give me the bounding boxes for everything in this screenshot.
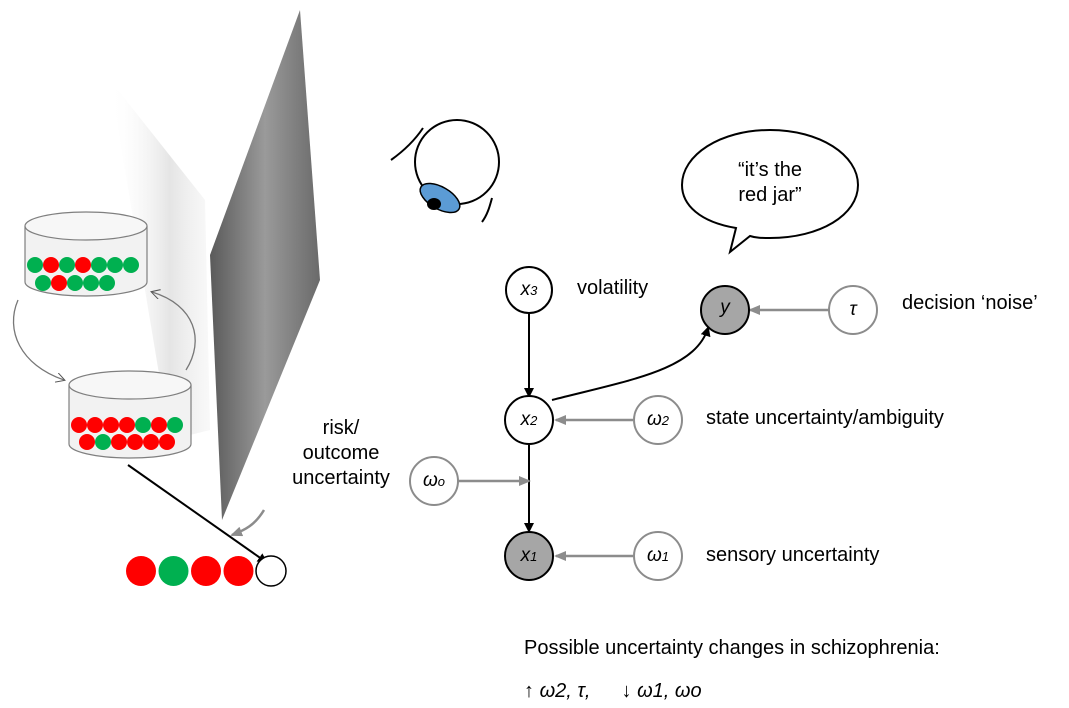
- sequence-bead-green: [158, 556, 189, 586]
- jar-bead-green: [123, 257, 139, 273]
- node-omegao-label: ωo: [422, 470, 446, 491]
- switch-arrow-right: [152, 292, 196, 371]
- sequence-bead-red: [223, 556, 254, 586]
- bottom-jar-beads: [71, 417, 183, 450]
- jar-bead-red: [159, 434, 175, 450]
- jar-bead-red: [75, 257, 91, 273]
- footer-formula: ↑ ω2, τ, ↓ ω1, ωo: [524, 680, 702, 703]
- jar-bead-red: [127, 434, 143, 450]
- jar-bead-red: [71, 417, 87, 433]
- down-terms: ω1, ωo: [637, 680, 702, 702]
- label-risk-line-1: risk/: [322, 417, 360, 439]
- jar-bead-green: [67, 275, 83, 291]
- jar-bead-green: [135, 417, 151, 433]
- sequence-bead-red: [191, 556, 221, 586]
- jar-bead-green: [59, 257, 75, 273]
- jar-bead-green: [107, 257, 123, 273]
- jar-bead-green: [95, 434, 111, 450]
- node-x1: [504, 531, 554, 581]
- jar-bead-green: [167, 417, 183, 433]
- top-jar-beads: [27, 257, 139, 291]
- jar-bead-red: [51, 275, 67, 291]
- sequence-bead-empty: [255, 555, 287, 587]
- bubble-line-2: red jar”: [738, 184, 802, 206]
- eye-icon: [390, 119, 500, 223]
- node-x3: [505, 266, 553, 314]
- jar-bead-red: [79, 434, 95, 450]
- jar-bead-red: [151, 417, 167, 433]
- label-state-uncertainty: state uncertainty/ambiguity: [706, 407, 944, 429]
- jar-bead-green: [99, 275, 115, 291]
- node-omega1: [633, 531, 683, 581]
- label-sensory-uncertainty: sensory uncertainty: [706, 544, 880, 566]
- down-arrow: ↓: [621, 680, 632, 702]
- jar-bead-green: [35, 275, 51, 291]
- node-x1-label: x1: [520, 545, 538, 566]
- occluding-screen: [210, 10, 320, 520]
- speech-bubble: [680, 128, 860, 255]
- screen-shadow: [110, 80, 210, 440]
- node-tau: [828, 285, 878, 335]
- bottom-jar: [68, 370, 192, 459]
- bead-sequence: [126, 555, 287, 587]
- up-arrow: ↑: [524, 680, 534, 702]
- node-x2: [504, 395, 554, 445]
- bubble-line-1: “it’s the: [737, 159, 803, 181]
- up-terms: ω2, τ,: [539, 680, 591, 702]
- node-omega2-label: ω2: [646, 409, 670, 430]
- label-risk-line-3: uncertainty: [292, 467, 390, 489]
- node-y-label: y: [720, 297, 730, 318]
- edge-x2-y: [551, 326, 711, 401]
- node-omega2: [633, 395, 683, 445]
- jar-bead-red: [111, 434, 127, 450]
- bubble-text: “it’s the red jar”: [712, 158, 828, 208]
- jar-bead-red: [119, 417, 135, 433]
- top-jar: [24, 211, 148, 297]
- node-x2-label: x2: [520, 409, 538, 430]
- footer-title: Possible uncertainty changes in schizoph…: [524, 637, 940, 659]
- jar-bead-red: [143, 434, 159, 450]
- jar-bead-red: [43, 257, 59, 273]
- draw-line: [127, 464, 268, 564]
- node-x3-label: x3: [520, 279, 538, 300]
- node-y: [700, 285, 750, 335]
- node-omega1-label: ω1: [646, 545, 670, 566]
- sequence-bead-red: [126, 556, 156, 586]
- jar-bead-green: [91, 257, 107, 273]
- label-risk-line-2: outcome: [302, 442, 380, 464]
- label-risk: risk/ outcome uncertainty: [286, 416, 396, 491]
- jar-bead-green: [83, 275, 99, 291]
- jar-bead-red: [87, 417, 103, 433]
- label-volatility: volatility: [577, 277, 649, 299]
- risk-arrow: [230, 509, 266, 537]
- label-decision-noise: decision ‘noise’: [902, 292, 1038, 314]
- jar-bead-red: [103, 417, 119, 433]
- switch-arrow-left: [12, 299, 64, 380]
- node-omegao: [409, 456, 459, 506]
- jar-bead-green: [27, 257, 43, 273]
- node-tau-label: τ: [849, 299, 857, 320]
